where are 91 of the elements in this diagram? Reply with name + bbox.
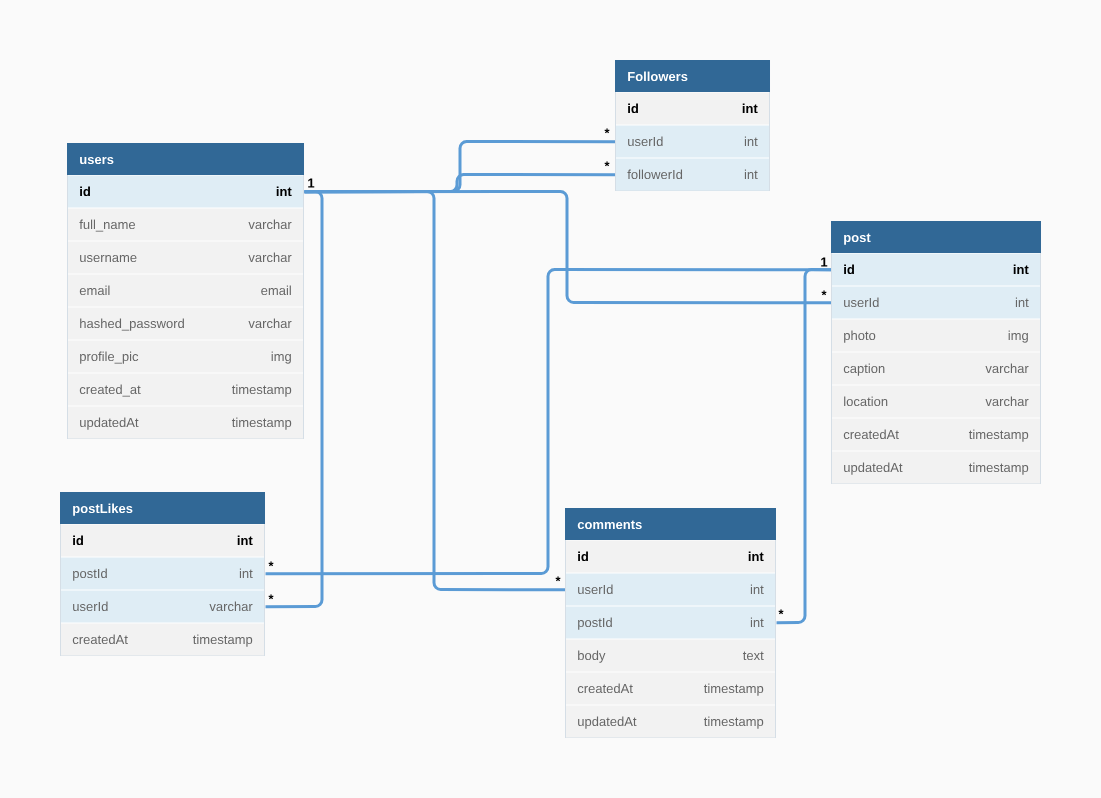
table: comments id int userId int postId int body text createdAt timestamp updatedAt timestamp bbox=[565, 508, 776, 738]
node-label: updatedAt bbox=[578, 716, 637, 729]
cardinality-label: * bbox=[268, 561, 274, 567]
table-row: followerId int bbox=[616, 158, 769, 191]
node-label: full_name bbox=[79, 219, 136, 232]
table-row: createdAt timestamp bbox=[61, 623, 264, 656]
node-label: varchar bbox=[248, 219, 292, 230]
node-label: varchar bbox=[985, 396, 1029, 407]
node-label: followerId bbox=[627, 169, 683, 180]
node-label: userId bbox=[578, 584, 613, 595]
node-label: userId bbox=[844, 297, 879, 308]
cardinality-label: 1 bbox=[821, 257, 828, 267]
node-label: int bbox=[1013, 264, 1029, 275]
table: Followers id int userId int followerId int bbox=[615, 60, 770, 191]
node-label: timestamp bbox=[231, 417, 292, 430]
table-row: userId int bbox=[832, 286, 1040, 319]
node-label: timestamp bbox=[968, 462, 1029, 475]
node-label: body bbox=[578, 650, 606, 663]
table-row: caption varchar bbox=[832, 352, 1040, 385]
table-row: updatedAt timestamp bbox=[566, 705, 775, 738]
node-label: createdAt bbox=[577, 683, 633, 694]
cardinality-label: * bbox=[604, 161, 610, 167]
node-label: id bbox=[844, 264, 854, 275]
table: post id int userId int photo img caption varchar location varchar createdAt timestamp updatedAt timestamp bbox=[831, 221, 1041, 484]
node-label: int bbox=[750, 584, 764, 595]
node-label: username bbox=[80, 254, 137, 263]
node-label: varchar bbox=[209, 601, 253, 612]
node-label: timestamp bbox=[231, 384, 292, 397]
node-label: varchar bbox=[248, 252, 292, 263]
node-label: timestamp bbox=[968, 429, 1029, 442]
node-label: text bbox=[742, 651, 764, 661]
table-row: userId varchar bbox=[61, 590, 264, 623]
cardinality-label: * bbox=[604, 128, 610, 134]
table-row: location varchar bbox=[832, 385, 1040, 418]
table-row: id int bbox=[832, 253, 1040, 286]
table-row: userId int bbox=[616, 125, 769, 158]
cardinality-label: * bbox=[821, 290, 827, 296]
table-row: email email bbox=[68, 274, 303, 307]
node-label: varchar bbox=[248, 318, 292, 329]
node-label: img bbox=[271, 351, 291, 364]
table: postLikes id int postId int userId varchar createdAt timestamp bbox=[60, 492, 265, 656]
table-row: body text bbox=[566, 639, 775, 672]
table-row: hashed_password varchar bbox=[68, 307, 303, 340]
node-label: photo bbox=[844, 330, 876, 343]
table-row: createdAt timestamp bbox=[566, 672, 775, 705]
table-row: created_at timestamp bbox=[68, 373, 303, 406]
node-label: int bbox=[744, 136, 758, 147]
table-row: postId int bbox=[566, 606, 775, 639]
table-row: profile_pic img bbox=[68, 340, 303, 373]
node-label: postId bbox=[578, 617, 612, 630]
node-label: int bbox=[750, 617, 764, 628]
table-row: id int bbox=[61, 524, 264, 557]
node-label: created_at bbox=[79, 384, 141, 397]
node-label: email bbox=[79, 285, 110, 296]
table-row: username varchar bbox=[68, 241, 303, 274]
node-label: updatedAt bbox=[844, 462, 903, 475]
node-label: hashed_password bbox=[80, 318, 184, 331]
table-row: photo img bbox=[832, 319, 1040, 352]
connector-line bbox=[776, 268, 831, 625]
node-label: updatedAt bbox=[80, 417, 139, 430]
connector-line bbox=[265, 190, 324, 609]
node-label: timestamp bbox=[703, 683, 764, 696]
table-row: id int bbox=[68, 175, 303, 208]
table: users id int full_name varchar username varchar email email hashed_password varchar profile_pic img created_at timestamp updatedAt timestamp bbox=[67, 143, 304, 439]
node-label: varchar bbox=[985, 363, 1029, 374]
table-row: updatedAt timestamp bbox=[832, 451, 1040, 484]
node-label: int bbox=[1015, 297, 1029, 308]
node-label: createdAt bbox=[843, 429, 899, 440]
table-row: updatedAt timestamp bbox=[68, 406, 303, 439]
node-label: email bbox=[261, 285, 291, 296]
node-label: userId bbox=[73, 601, 108, 612]
node-label: userId bbox=[628, 136, 663, 147]
connector-line bbox=[304, 190, 565, 592]
node-label: location bbox=[844, 396, 888, 407]
node-label: img bbox=[1008, 330, 1028, 343]
table-row: full_name varchar bbox=[68, 208, 303, 241]
node-label: profile_pic bbox=[80, 351, 139, 364]
node-label: timestamp bbox=[703, 716, 764, 729]
node-label: int bbox=[744, 169, 758, 180]
table-row: postId int bbox=[61, 557, 264, 590]
node-label: int bbox=[239, 568, 253, 579]
table-row: createdAt timestamp bbox=[832, 418, 1040, 451]
table-row: id int bbox=[566, 540, 775, 573]
table-row: id int bbox=[616, 92, 769, 125]
cardinality-label: 1 bbox=[308, 178, 315, 188]
table-row: userId int bbox=[566, 573, 775, 606]
cardinality-label: * bbox=[555, 576, 561, 582]
cardinality-label: * bbox=[268, 594, 274, 600]
cardinality-label: * bbox=[778, 609, 784, 615]
node-label: caption bbox=[843, 363, 885, 376]
node-label: postId bbox=[73, 568, 107, 581]
